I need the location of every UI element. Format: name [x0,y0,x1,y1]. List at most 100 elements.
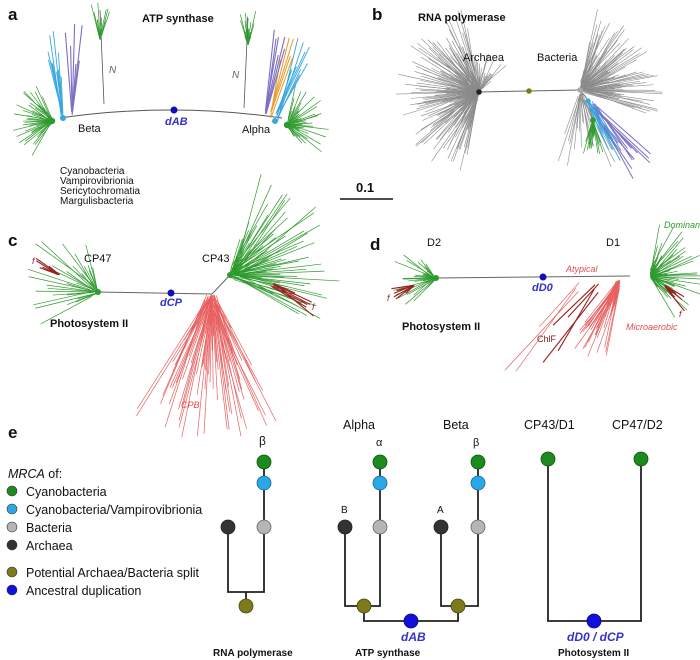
c-cp47-branch [35,293,96,309]
mrca-split-label: Potential Archaea/Bacteria split [26,566,200,580]
a-alpha-serico-branch [271,37,290,108]
b-archaea-branch [432,94,479,125]
b-archaea-branch [421,95,479,117]
c-cp47-branch [74,253,96,290]
rnap-beta-symbol: β [259,434,266,448]
a-beta-cyano-branch [16,104,48,120]
c-cp43-branch [231,263,277,274]
c-cp47-branch [40,296,92,325]
a-alpha-cyano-branch [289,122,313,126]
d-chlf-branch [552,284,596,326]
d-atypical-branch [515,288,576,372]
c-cp43-branch [238,275,286,291]
panel-letter-b: b [372,5,382,24]
panel-d-dominant-label: Dominant [664,220,700,230]
b-bacteria-branch [580,53,640,90]
rnap-cyano-vampiro-node [256,475,272,491]
a-beta-cyano-branch [29,120,51,126]
d-d1-f-branch [665,285,683,300]
b-bacteria-branch [581,64,607,88]
b-split-node [526,88,532,94]
a-alpha-margulis-branch [264,29,275,112]
b-vampiro-branch [588,100,614,141]
psii-right-title: CP47/D2 [612,418,663,432]
panel-d-dd0-label: dD0 [532,282,554,294]
panel-c-dcp-label: dCP [160,297,183,309]
c-cpb-branch [178,299,212,421]
atp-beta-symbol: β [473,437,479,449]
b-cyano-branch [585,122,593,142]
d-d1-f-branch [664,285,673,294]
atp-alpha-cyano-vampiro-node [372,475,388,491]
b-bacteria-branch [580,95,594,147]
psii-schematic: CP43/D1 CP47/D2 dD0 / dCP Photosystem II [524,418,663,659]
a-alpha-cyano-branch [288,91,307,122]
c-cpb-branch [215,303,240,392]
c-cp43-branch [241,275,340,282]
c-cp43-branch [231,212,315,269]
mrca-bacteria-dot [6,521,18,533]
c-cpb-branch [214,300,242,419]
c-cpb-branch [136,305,204,410]
d-atypical-branch [504,291,579,371]
c-cp47-branch [33,291,91,306]
b-archaea-branch [467,28,478,90]
d-d2-branch [413,278,434,296]
d-d2-branch [414,277,436,282]
rnap-archaea-node [220,519,236,535]
b-archaea-branch [420,95,477,130]
b-archaea-branch [422,95,478,121]
a-alpha-cyano-branch [288,125,307,144]
rnap-caption: RNA polymerase [213,648,293,659]
b-archaea-branch [437,41,475,91]
b-archaea-branch [448,18,478,85]
mrca-cyano-vampiro-label: Cyanobacteria/Vampirovibrionia [26,503,202,517]
c-cp43-branch [231,240,304,273]
d-d1-f-branch [664,286,685,312]
panel-a-n-left: N [109,65,117,76]
b-cyano-branch [589,123,594,150]
a-alpha-cyano-branch [288,124,309,134]
panel-b-tree [396,9,663,179]
c-cp47-f-branch [48,265,61,276]
b-bacteria-branch [581,69,607,88]
b-bacteria-branch [589,51,647,85]
a-n-right-branch [247,21,252,44]
d-d2-branch [405,279,435,305]
c-cpb-branch [178,303,212,428]
b-bacteria-branch [581,74,654,89]
b-archaea-branch [439,92,479,117]
b-margulis-branch [594,103,633,161]
a-beta-cyano-branch [26,118,50,122]
c-cpb-branch [188,297,212,336]
a-beta-cyano-branch [31,114,51,122]
b-bacteria-branch [581,25,624,87]
b-cyano-branch [593,120,600,154]
b-vampiro-node [585,98,591,104]
c-cpb-branch [212,308,231,413]
d-d1-branch [649,245,658,274]
b-archaea-branch [415,88,470,93]
c-cp47-branch [75,293,98,303]
c-cp47-branch [41,241,96,292]
b-archaea-branch [436,97,475,140]
b-archaea-branch [396,91,468,95]
a-alpha-vampiro-branch [278,63,308,115]
taxa-legend-cyano: Cyanobacteria [60,166,125,177]
c-cp47-branch [81,273,97,291]
panel-a-title: ATP synthase [142,13,214,25]
c-cp43-cyano-node [227,272,233,278]
panel-b-bacteria-label: Bacteria [537,52,578,64]
mrca-archaea-dot [6,539,18,551]
d-d2-branch [398,279,432,299]
b-bacteria-branch [558,96,580,162]
d-d1-branch [650,270,661,276]
mrca-archaea-label: Archaea [26,539,73,553]
c-cp43-branch [239,206,316,274]
b-bacteria-branch [580,47,627,90]
a-beta-vampiro-branch [52,31,63,116]
a-beta-cyano-branch [35,107,52,120]
c-cp47-branch [85,244,98,292]
d-d1-branch [652,276,675,283]
atp-b-label: B [341,505,348,516]
